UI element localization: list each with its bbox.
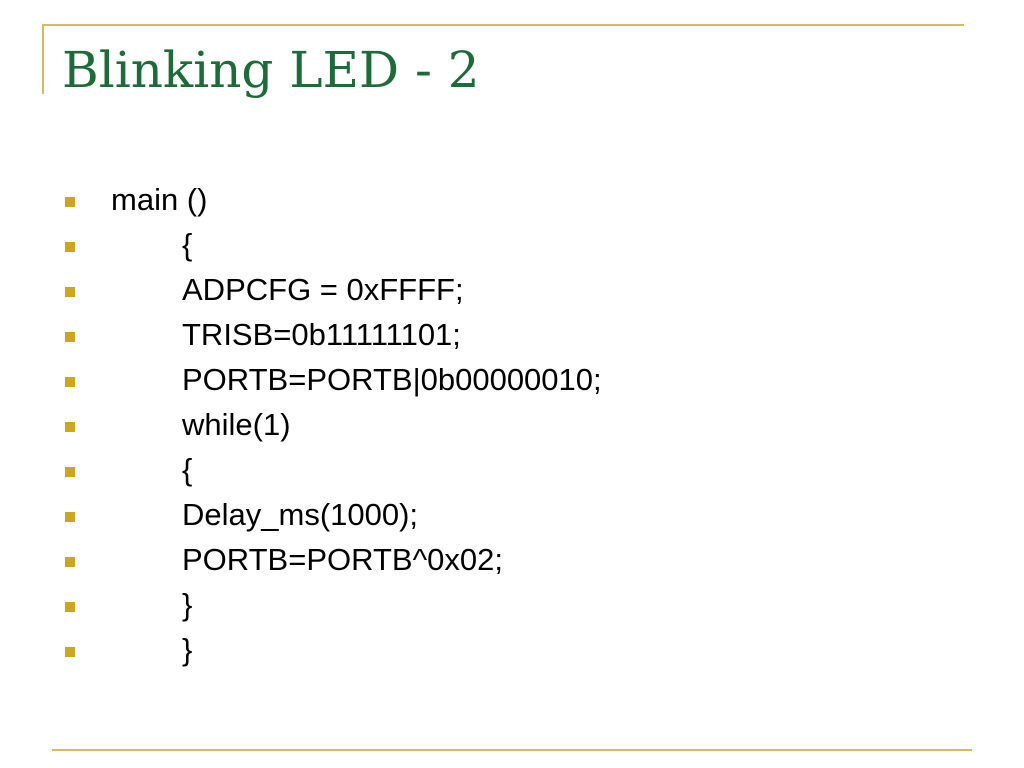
square-bullet-icon xyxy=(65,422,75,432)
bullet-item: { xyxy=(60,223,960,268)
bullet-text: PORTB=PORTB|0b00000010; xyxy=(182,362,602,397)
bullet-text: Delay_ms(1000); xyxy=(182,497,419,532)
square-bullet-icon xyxy=(65,557,75,567)
square-bullet-icon xyxy=(65,467,75,477)
top-border-line xyxy=(42,24,964,26)
square-bullet-icon xyxy=(65,197,75,207)
square-bullet-icon xyxy=(65,287,75,297)
bullet-item: TRISB=0b11111101; xyxy=(60,313,960,358)
bullet-text: while(1) xyxy=(182,407,291,442)
left-border-line xyxy=(42,24,44,94)
bullet-item: } xyxy=(60,583,960,628)
bullet-item: PORTB=PORTB|0b00000010; xyxy=(60,358,960,403)
bullet-item: Delay_ms(1000); xyxy=(60,493,960,538)
bullet-item: while(1) xyxy=(60,403,960,448)
bullet-text: PORTB=PORTB^0x02; xyxy=(182,542,503,577)
bullet-item: } xyxy=(60,628,960,673)
slide-title: Blinking LED - 2 xyxy=(62,41,480,99)
bullet-item: ADPCFG = 0xFFFF; xyxy=(60,268,960,313)
bullet-text: ADPCFG = 0xFFFF; xyxy=(182,272,464,307)
bullet-item: PORTB=PORTB^0x02; xyxy=(60,538,960,583)
bullet-text: { xyxy=(182,452,193,487)
bullet-item: { xyxy=(60,448,960,493)
bullet-text: } xyxy=(182,632,193,667)
bullet-text: main () xyxy=(111,182,208,217)
square-bullet-icon xyxy=(65,647,75,657)
bottom-border-line xyxy=(52,749,972,751)
code-bullet-list: main () { ADPCFG = 0xFFFF; TRISB=0b11111101… xyxy=(60,178,960,673)
bullet-text: TRISB=0b11111101; xyxy=(182,317,461,352)
square-bullet-icon xyxy=(65,332,75,342)
square-bullet-icon xyxy=(65,242,75,252)
square-bullet-icon xyxy=(65,377,75,387)
bullet-item: main () xyxy=(60,178,960,223)
bullet-text: } xyxy=(182,587,193,622)
square-bullet-icon xyxy=(65,602,75,612)
square-bullet-icon xyxy=(65,512,75,522)
bullet-text: { xyxy=(182,227,193,262)
